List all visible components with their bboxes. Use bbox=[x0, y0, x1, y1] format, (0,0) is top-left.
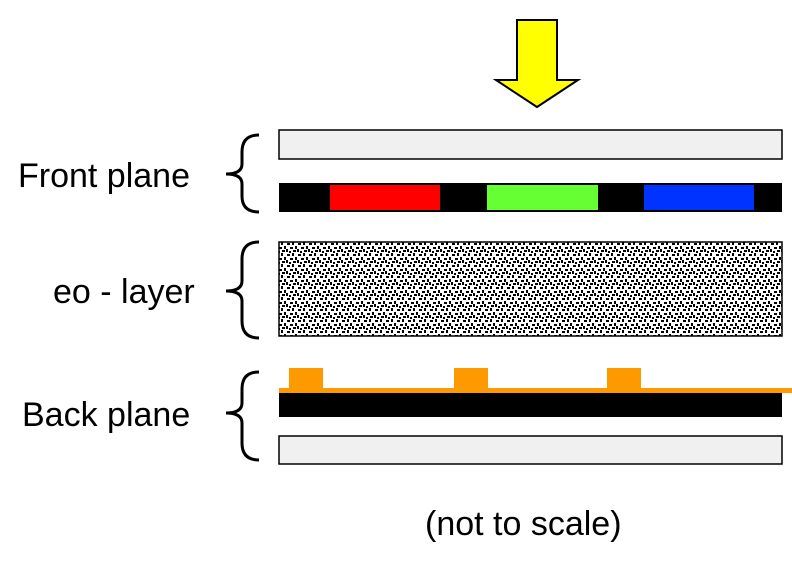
down-arrow-icon bbox=[492, 19, 582, 109]
back-plane-label: Back plane bbox=[22, 396, 190, 434]
pixel-electrode-2 bbox=[454, 368, 488, 391]
front-plane-brace bbox=[225, 133, 260, 214]
front-plane-label: Front plane bbox=[18, 157, 190, 195]
front-glass-substrate bbox=[278, 129, 783, 160]
eo-layer-brace bbox=[225, 240, 260, 340]
back-glass-substrate bbox=[278, 435, 783, 465]
scale-note-caption: (not to scale) bbox=[425, 505, 622, 543]
tft-backplane-layer bbox=[279, 393, 782, 417]
pixel-electrode-1 bbox=[289, 368, 323, 391]
eo-layer-material bbox=[278, 241, 783, 337]
front-plane-group: Front plane bbox=[18, 129, 783, 214]
eo-layer-label: eo - layer bbox=[53, 273, 195, 311]
pixel-electrode-3 bbox=[607, 368, 641, 391]
red-color-filter bbox=[330, 185, 440, 210]
eo-layer-group: eo - layer bbox=[53, 240, 783, 340]
back-plane-group: Back plane bbox=[22, 368, 792, 465]
green-color-filter bbox=[487, 185, 598, 210]
back-plane-brace bbox=[225, 370, 260, 462]
blue-color-filter bbox=[644, 185, 754, 210]
electrode-line bbox=[279, 388, 792, 393]
